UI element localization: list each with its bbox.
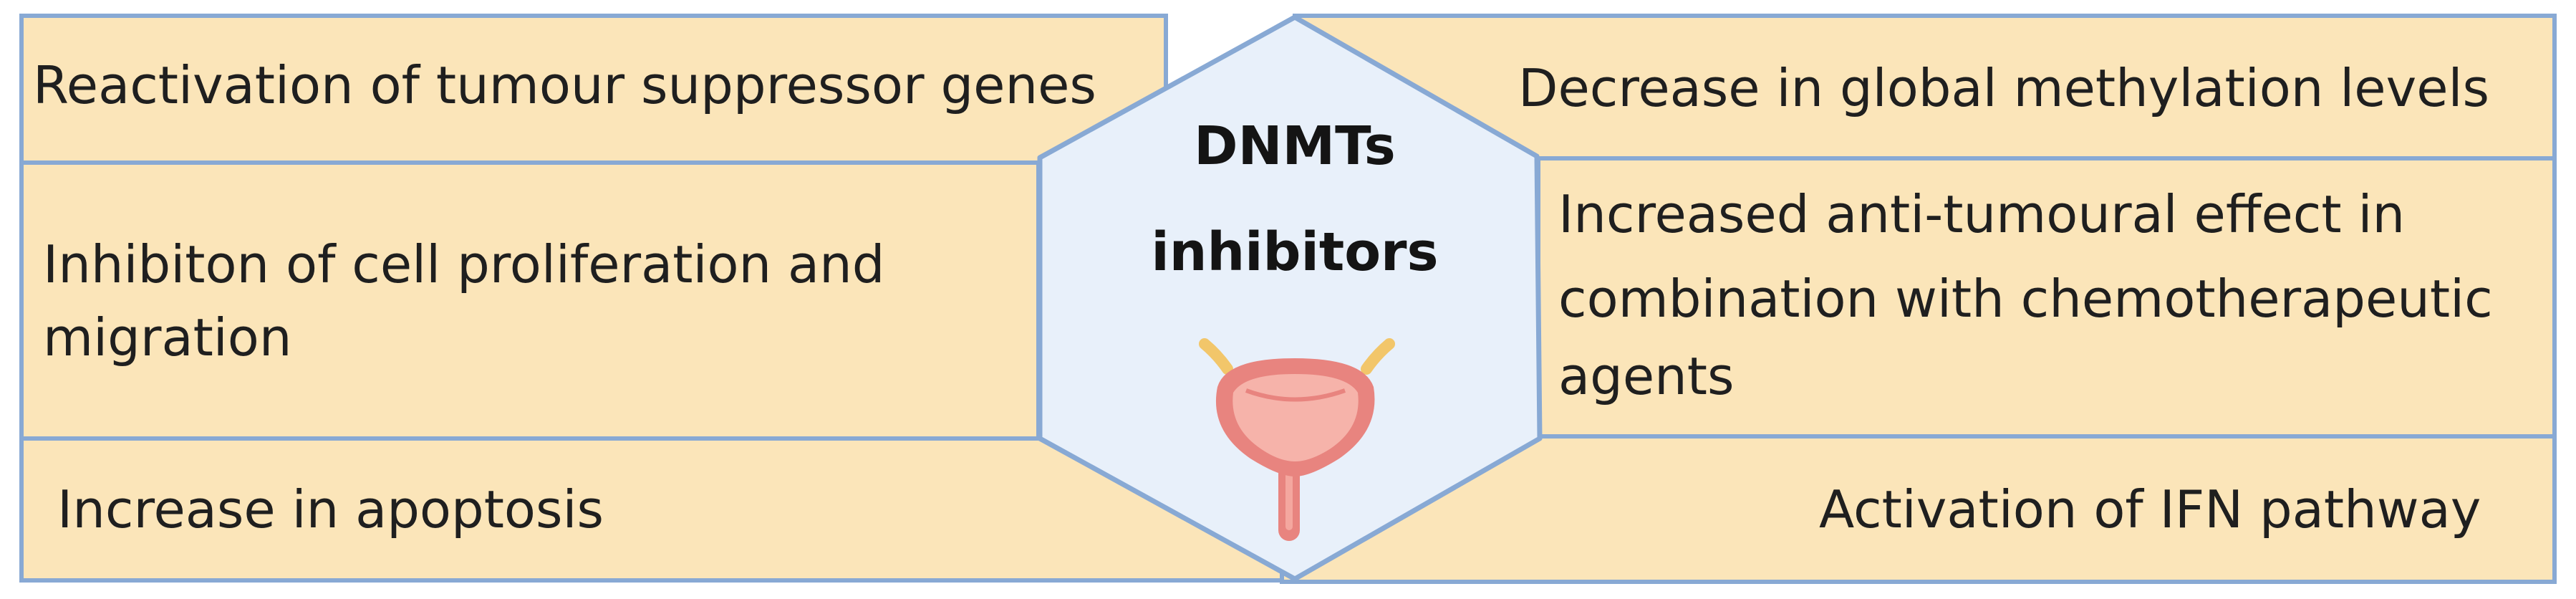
effect-decrease-global-methylation: Decrease in global methylation levels (1518, 58, 2490, 118)
bladder-icon (1199, 338, 1395, 541)
effect-inhibition-proliferation-line2: migration (43, 307, 292, 368)
effect-anti-tumoural-line3: agents (1558, 346, 1735, 406)
effect-anti-tumoural-line1: Increased anti-tumoural effect in (1558, 184, 2406, 244)
center-hexagon (1037, 14, 1543, 582)
center-title-line1: DNMTs (1194, 115, 1396, 177)
center-title-line2: inhibitors (1151, 221, 1439, 283)
effect-activation-ifn-pathway: Activation of IFN pathway (1819, 479, 2481, 540)
left-top-box (19, 14, 1168, 165)
effect-inhibition-proliferation-line1: Inhibiton of cell proliferation and (43, 234, 885, 294)
effect-increase-apoptosis: Increase in apoptosis (57, 479, 604, 540)
effect-anti-tumoural-line2: combination with chemotherapeutic (1558, 269, 2493, 329)
left-middle-box (19, 160, 1041, 441)
right-middle-box (1536, 156, 2557, 439)
effect-reactivation-tumour-suppressor: Reactivation of tumour suppressor genes (33, 55, 1096, 115)
